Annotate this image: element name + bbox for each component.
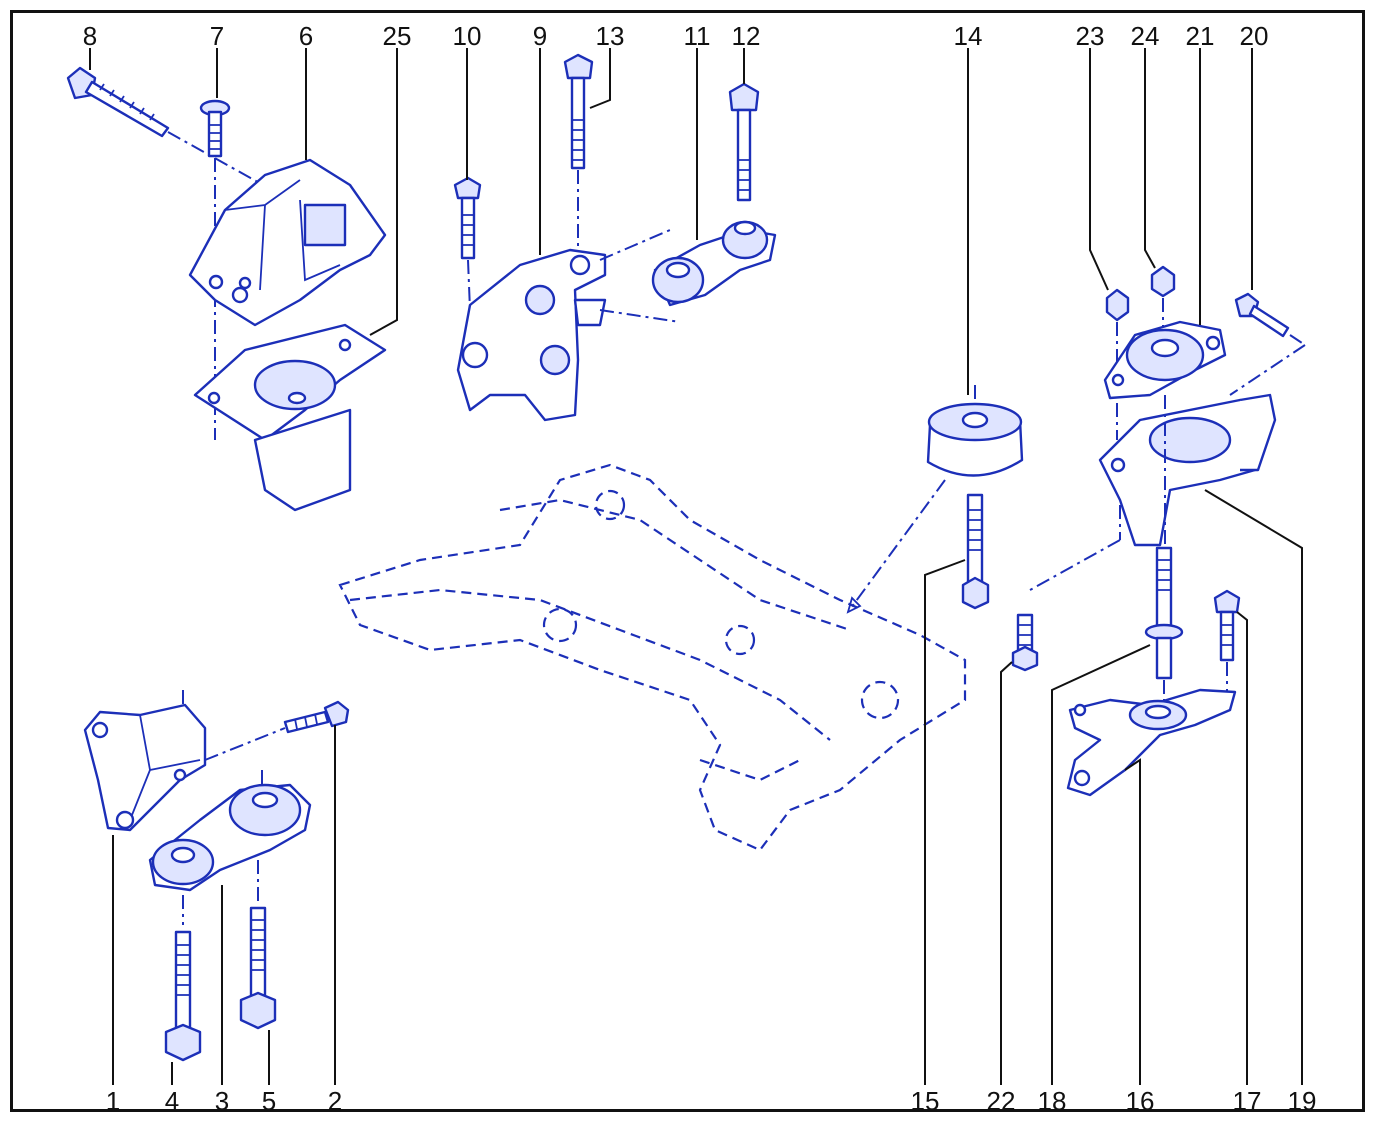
part-9-bracket — [456, 229, 681, 422]
subframe — [338, 463, 967, 852]
callout-25: 25 — [383, 21, 412, 51]
part-6-engine-mount — [188, 158, 387, 327]
part-25-bracket — [193, 323, 387, 512]
part-3-mount — [148, 770, 312, 925]
callout-18: 18 — [1038, 1086, 1067, 1116]
part-1-bracket — [83, 690, 286, 832]
callout-21: 21 — [1186, 21, 1215, 51]
callout-8: 8 — [83, 21, 97, 51]
callout-15: 15 — [911, 1086, 940, 1116]
callout-3: 3 — [215, 1086, 229, 1116]
callout-4: 4 — [165, 1086, 179, 1116]
callout-9: 9 — [533, 21, 547, 51]
callout-5: 5 — [262, 1086, 276, 1116]
part-4-bolt — [164, 930, 202, 1062]
part-22-bolt — [1011, 613, 1039, 672]
callout-10: 10 — [453, 21, 482, 51]
part-13-bolt — [563, 53, 594, 250]
part-19-bracket — [1029, 393, 1277, 591]
callout-22: 22 — [987, 1086, 1016, 1116]
part-11-torque-rod — [651, 220, 777, 307]
callout-24: 24 — [1131, 21, 1160, 51]
part-21-mount — [1103, 320, 1227, 400]
callout-17: 17 — [1233, 1086, 1262, 1116]
part-14-pad — [846, 385, 1024, 614]
leader-lines — [89, 48, 1303, 1085]
callout-12: 12 — [732, 21, 761, 51]
part-8-bolt — [66, 66, 291, 201]
part-17-bolt — [1213, 589, 1241, 700]
part-20-bolt — [1229, 292, 1306, 396]
callout-20: 20 — [1240, 21, 1269, 51]
callout-23: 23 — [1076, 21, 1105, 51]
callout-numbers: 8 7 6 25 10 9 13 11 12 14 23 24 21 20 1 … — [83, 21, 1317, 1116]
part-24-nut — [1150, 265, 1176, 330]
callout-13: 13 — [596, 21, 625, 51]
callout-1: 1 — [106, 1086, 120, 1116]
callout-16: 16 — [1126, 1086, 1155, 1116]
callout-7: 7 — [210, 21, 224, 51]
part-15-bolt — [961, 493, 990, 610]
callout-11: 11 — [684, 21, 711, 51]
part-2-bolt — [283, 700, 350, 734]
diagram-border — [10, 10, 1365, 1112]
callout-14: 14 — [954, 21, 983, 51]
part-16-lower-mount — [1066, 688, 1237, 797]
callout-6: 6 — [299, 21, 313, 51]
callout-2: 2 — [328, 1086, 342, 1116]
part-18-stud — [1144, 546, 1184, 715]
callout-19: 19 — [1288, 1086, 1317, 1116]
part-5-bolt — [239, 906, 277, 1030]
part-12-bolt — [728, 82, 760, 202]
